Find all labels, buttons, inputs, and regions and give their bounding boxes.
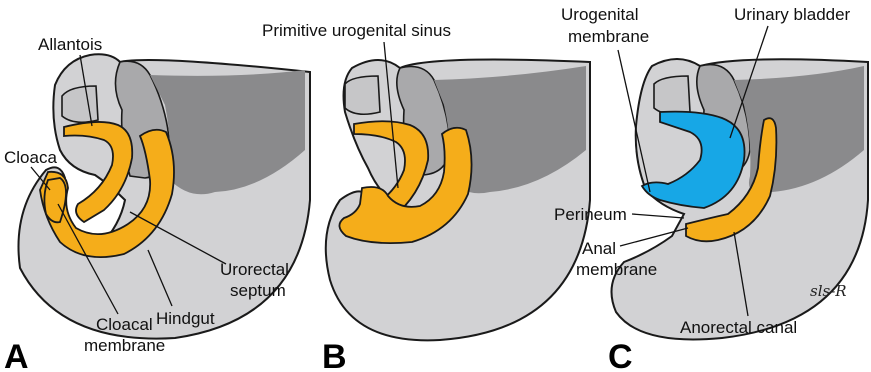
panel-c: Urogenital membrane Urinary bladder Peri… [554, 5, 868, 372]
label-urorectal-septum: septum [230, 281, 286, 300]
label-anorectal-canal: Anorectal canal [680, 318, 797, 337]
label-cloacal: Cloacal [96, 315, 153, 334]
panel-b: Primitive urogenital sinus B [262, 21, 590, 372]
label-hindgut: Hindgut [156, 309, 215, 328]
panel-a: Allantois Cloaca Urorectal septum Hindgu… [4, 35, 310, 372]
leader-perineum [632, 214, 684, 218]
label-perineum: Perineum [554, 205, 627, 224]
label-urogenital-sinus: Primitive urogenital sinus [262, 21, 451, 40]
illustrator-signature: sls-R [810, 282, 847, 300]
label-urorectal: Urorectal [220, 260, 289, 279]
label-allantois: Allantois [38, 35, 102, 54]
panel-letter-a: A [4, 338, 29, 372]
label-urinary-bladder: Urinary bladder [734, 5, 851, 24]
panel-letter-c: C [608, 338, 633, 372]
label-cloaca: Cloaca [4, 148, 57, 167]
label-anal: Anal [582, 239, 616, 258]
label-cloacal-membrane: membrane [84, 336, 165, 355]
label-anal-membrane: membrane [576, 260, 657, 279]
label-urogenital: Urogenital [561, 5, 639, 24]
label-urogenital-membrane: membrane [568, 27, 649, 46]
panel-letter-b: B [322, 338, 347, 372]
